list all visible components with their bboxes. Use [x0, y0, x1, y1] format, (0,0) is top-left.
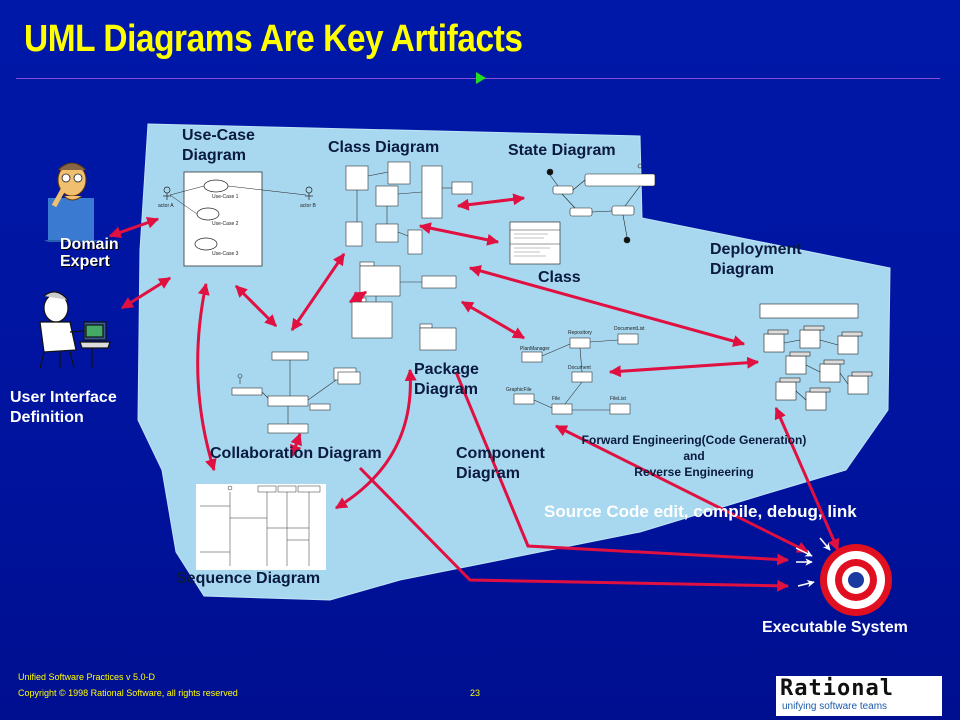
engineering-label: Forward Engineering(Code Generation) and… — [564, 432, 824, 480]
engineering-line-2: and — [683, 449, 705, 463]
component-diagram-label: Component Diagram — [456, 444, 556, 484]
graphic-file-text: GraphicFile — [506, 387, 532, 393]
state-diagram-thumbnail — [546, 163, 656, 244]
actor-a-text: actor A — [158, 203, 174, 209]
class-label: Class — [538, 269, 581, 286]
document-text: Document — [568, 365, 591, 371]
use-case-diagram-thumbnail: Use-Case 1 Use-Case 2 Use-Case 3 actor A… — [158, 171, 317, 267]
use-case-diagram-text: Use-Case Diagram — [182, 127, 255, 164]
class-diagram-thumbnail — [345, 161, 473, 255]
class-box-thumbnail — [509, 221, 561, 265]
engineering-line-1: Forward Engineering(Code Generation) — [581, 433, 807, 447]
footer-course-version: Unified Software Practices v 5.0-D — [18, 672, 156, 682]
logo-wordmark: Rational — [780, 676, 894, 701]
package-diagram-text: Package Diagram — [414, 361, 479, 398]
deployment-diagram-label: Deployment Diagram — [710, 240, 820, 280]
ui-definition-text: User Interface Definition — [10, 389, 117, 426]
collaboration-diagram-label: Collaboration Diagram — [210, 445, 382, 462]
state-diagram-label: State Diagram — [508, 142, 616, 159]
page-number: 23 — [470, 688, 481, 698]
use-case-diagram-label: Use-Case Diagram — [182, 126, 262, 166]
target-incoming-arrowheads — [795, 537, 831, 588]
uc3-text: Use-Case 3 — [212, 251, 239, 257]
code-generation-arrows — [358, 371, 840, 592]
deployment-diagram-text: Deployment Diagram — [710, 241, 802, 278]
component-diagram-text: Component Diagram — [456, 445, 545, 482]
relationship-arrows — [108, 193, 760, 510]
ui-definition-label: User Interface Definition — [10, 388, 160, 428]
ui-designer-figure — [39, 291, 111, 369]
footer-copyright: Copyright © 1998 Rational Software, all … — [18, 688, 238, 698]
rational-logo: Rational unifying software teams — [776, 676, 942, 716]
play-arrow-icon — [476, 72, 486, 84]
uc2-text: Use-Case 2 — [212, 221, 239, 227]
file-text: File — [552, 396, 560, 402]
uc1-text: Use-Case 1 — [212, 194, 239, 200]
sequence-diagram-thumbnail — [196, 484, 326, 570]
domain-expert-text: Domain Expert — [60, 236, 119, 270]
repository-text: Repository — [568, 330, 592, 336]
executable-system-label: Executable System — [762, 619, 908, 636]
source-code-label: Source Code edit, compile, debug, link — [544, 502, 857, 521]
package-diagram-label: Package Diagram — [414, 360, 484, 400]
domain-expert-label: Domain Expert — [60, 236, 130, 270]
file-list-text: FileList — [610, 396, 626, 402]
sequence-diagram-label: Sequence Diagram — [176, 570, 321, 587]
actor-b-text: actor B — [300, 203, 317, 209]
target-icon — [820, 544, 892, 616]
class-diagram-label: Class Diagram — [328, 139, 440, 156]
logo-tagline: unifying software teams — [782, 701, 888, 712]
deployment-diagram-thumbnail — [759, 303, 873, 411]
engineering-line-3: Reverse Engineering — [634, 465, 754, 479]
slide-title: UML Diagrams Are Key Artifacts — [24, 18, 523, 60]
plan-manager-text: PlanManager — [520, 346, 550, 352]
document-list-text: DocumentList — [614, 326, 645, 332]
package-diagram-thumbnail — [351, 261, 457, 351]
domain-expert-figure — [44, 162, 100, 242]
